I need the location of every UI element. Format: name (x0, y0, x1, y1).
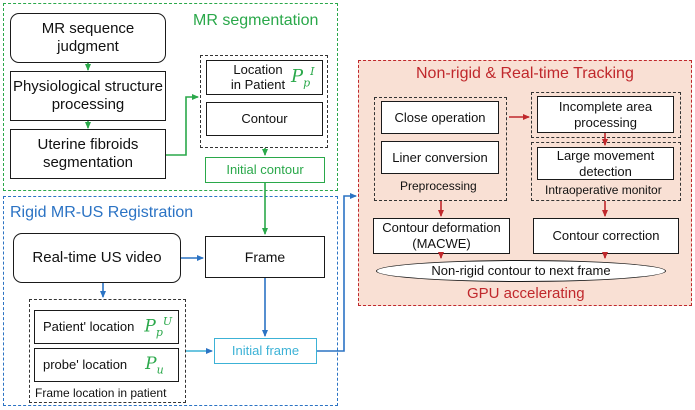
contour-correction-box: Contour correction (533, 218, 679, 254)
registration-title: Rigid MR-US Registration (10, 204, 194, 221)
location-in-patient-label: Location in Patient (230, 61, 286, 92)
incomplete-area-label: Incomplete area processing (558, 98, 653, 130)
uterine-fibroids-box: Uterine fibroids segmentation (10, 129, 166, 179)
initial-contour-label: Initial contour (226, 162, 304, 178)
tracking-title: Non-rigid & Real-time Tracking (416, 65, 634, 82)
incomplete-area-box: Incomplete area processing (537, 96, 674, 133)
physiological-structure-label: Physiological structure processing (12, 78, 164, 113)
contour-correction-label: Contour correction (552, 228, 660, 244)
large-movement-label: Large movement detection (556, 147, 655, 179)
next-frame-label: Non-rigid contour to next frame (431, 263, 611, 279)
preprocessing-group (374, 97, 507, 201)
frame-location-caption: Frame location in patient (35, 386, 167, 400)
mr-sequence-judgment-label: MR sequence judgment (41, 20, 135, 55)
contour-deformation-box: Contour deformation (MACWE) (373, 218, 510, 254)
mr-segmentation-title: MR segmentation (193, 12, 319, 29)
frame-location-group (29, 299, 186, 403)
initial-contour-box: Initial contour (205, 157, 325, 183)
us-video-label: Real-time US video (32, 249, 162, 266)
mr-location-symbol: PpI (291, 65, 315, 90)
incomplete-area-group (531, 92, 681, 138)
contour-label: Contour (241, 111, 288, 127)
contour-box: Contour (206, 102, 323, 136)
frame-label: Frame (244, 248, 286, 265)
patient-location-label: Patient' location (43, 319, 135, 335)
large-movement-box: Large movement detection (537, 147, 674, 180)
mr-segmentation-panel (3, 3, 338, 191)
probe-location-symbol: Pu (145, 353, 164, 377)
contour-deformation-label: Contour deformation (MACWE) (382, 220, 501, 251)
patient-location-symbol: PpU (144, 314, 173, 339)
intraoperative-monitor-caption: Intraoperative monitor (545, 183, 662, 197)
initial-frame-box: Initial frame (214, 338, 317, 364)
mr-output-group (200, 55, 328, 148)
close-operation-box: Close operation (381, 101, 499, 134)
initial-frame-label: Initial frame (231, 343, 300, 359)
mr-sequence-judgment-box: MR sequence judgment (10, 13, 166, 63)
gpu-caption: GPU accelerating (467, 285, 585, 302)
frame-box: Frame (205, 236, 325, 278)
probe-location-box: probe' location Pu (34, 348, 179, 382)
uterine-fibroids-label: Uterine fibroids segmentation (37, 136, 139, 171)
preprocessing-caption: Preprocessing (400, 179, 477, 193)
physiological-structure-box: Physiological structure processing (10, 71, 166, 121)
probe-location-label: probe' location (43, 357, 128, 373)
close-operation-label: Close operation (394, 109, 486, 125)
liner-conversion-label: Liner conversion (392, 149, 488, 165)
liner-conversion-box: Liner conversion (381, 141, 499, 174)
next-frame-ellipse: Non-rigid contour to next frame (376, 260, 666, 282)
patient-location-box: Patient' location PpU (34, 310, 179, 344)
us-video-box: Real-time US video (13, 233, 181, 283)
location-in-patient-box: Location in Patient PpI (206, 60, 323, 95)
